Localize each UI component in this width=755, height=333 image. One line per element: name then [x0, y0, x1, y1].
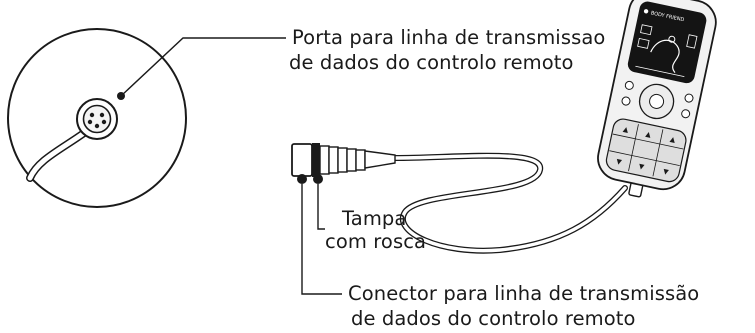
port-callout-dot: [117, 92, 125, 100]
port-callout-line: [120, 37, 286, 97]
cap-callout-dot: [313, 174, 323, 184]
port-label-line1: Porta para linha de transmissao: [292, 26, 606, 49]
connector-callout-line: [301, 184, 342, 295]
data-port-icon: [76, 98, 118, 140]
magnified-port-view: [7, 28, 187, 208]
port-label-line2: de dados do controlo remoto: [289, 51, 574, 74]
svg-text:▲: ▲: [669, 135, 677, 144]
cap-callout-line: [317, 184, 325, 230]
svg-text:▲: ▲: [622, 125, 630, 134]
connector-label-line1: Conector para linha de transmissão: [348, 282, 700, 305]
remote-control: BODY FRIEND ▲ ▲ ▲ ▼ ▼ ▼: [597, 0, 717, 198]
connector-label-line2: de dados do controlo remoto: [351, 307, 636, 330]
svg-text:▼: ▼: [662, 167, 670, 176]
remote-cable: [392, 152, 628, 254]
cap-label-line2: com rosca: [325, 230, 427, 253]
cable-connector: [291, 143, 396, 177]
svg-text:▼: ▼: [638, 162, 646, 171]
svg-text:▲: ▲: [645, 130, 653, 139]
cap-label-line1: Tampa: [342, 207, 407, 230]
connector-callout-dot: [297, 174, 307, 184]
svg-text:▼: ▼: [615, 157, 623, 166]
